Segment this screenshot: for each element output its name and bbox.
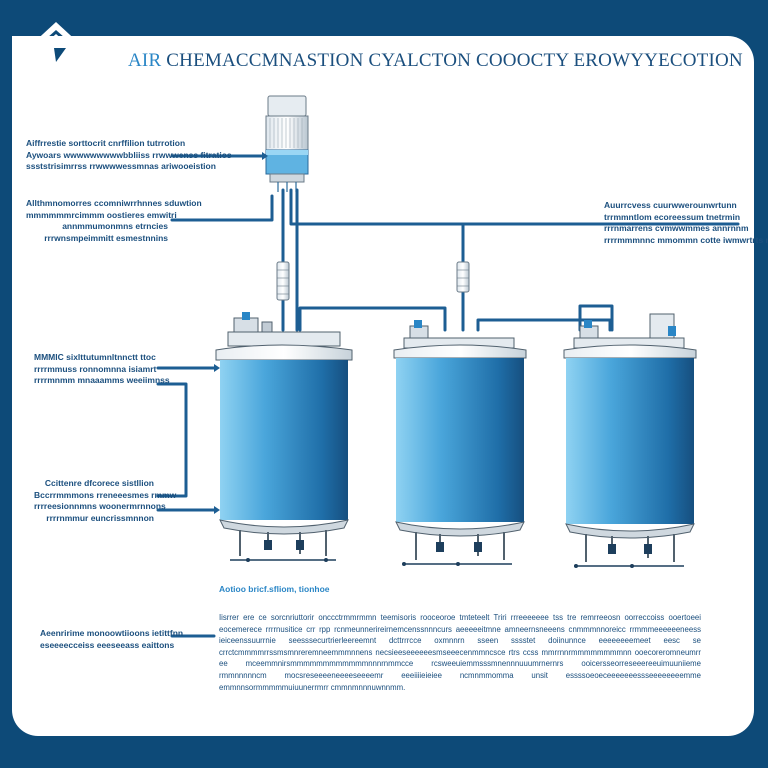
ground-markers xyxy=(246,558,634,568)
note-left-top: Aiffrrestie sorttocrit cnrffilion tutrro… xyxy=(26,138,232,171)
page-title: AIR CHEMACCMNASTION CYALCTON COOOCTY ERO… xyxy=(128,50,743,71)
inline-meters xyxy=(276,261,470,301)
reactor-tank-2 xyxy=(393,320,527,560)
reactor-tank-1 xyxy=(215,312,353,556)
arrow-heads xyxy=(214,152,268,514)
description-paragraph: Iisrrer ere ce sorcnriuttorir onccctrmmr… xyxy=(219,613,701,692)
filter-column xyxy=(265,95,309,192)
reactor-tank-3 xyxy=(563,313,697,562)
house-arrow-logo-icon xyxy=(30,22,82,84)
piping-network xyxy=(156,154,740,638)
diagram-caption: Aotioo bricf.sfliom, tionhoe xyxy=(219,584,330,594)
